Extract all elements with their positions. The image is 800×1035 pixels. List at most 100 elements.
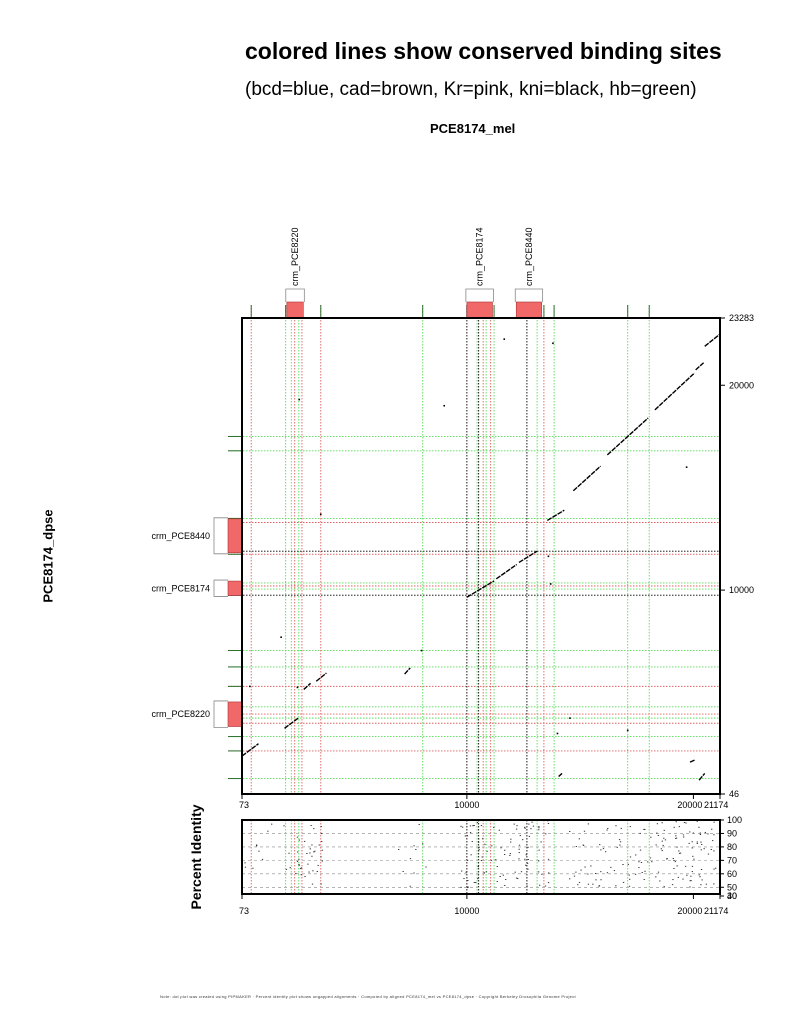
pip-point: [699, 876, 701, 878]
pip-point: [690, 880, 692, 882]
pip-point: [320, 883, 322, 885]
pip-point: [296, 851, 299, 853]
pip-point: [692, 832, 695, 834]
pip-point: [415, 849, 417, 850]
pip-point: [530, 828, 532, 830]
pip-point: [672, 858, 674, 859]
pip-point: [713, 883, 715, 885]
pip-point: [518, 844, 521, 846]
pip-point: [647, 861, 649, 863]
pip-point: [682, 878, 684, 880]
pip-point: [296, 836, 299, 838]
pip-point: [532, 825, 535, 827]
alignment-segment: [698, 772, 706, 781]
pip-point: [538, 827, 540, 829]
pip-point: [650, 836, 652, 838]
pip-point: [484, 843, 486, 845]
alignment-segment: [546, 509, 565, 522]
pip-point: [514, 871, 516, 873]
alignment-dot: [556, 732, 559, 735]
pip-point: [538, 849, 540, 851]
pip-point: [707, 853, 710, 855]
pip-point: [622, 881, 625, 883]
pip-point: [527, 868, 529, 870]
alignment-segment: [689, 759, 695, 763]
pip-point: [271, 823, 273, 825]
pip-point: [657, 834, 660, 836]
pip-point: [620, 827, 622, 829]
pip-point: [490, 859, 493, 861]
pip-point: [704, 831, 707, 833]
pip-point: [478, 846, 480, 848]
pip-point: [464, 835, 467, 837]
pip-point: [298, 864, 300, 866]
dot-plot-frame: [241, 317, 721, 795]
pip-point: [663, 886, 665, 888]
y-tick-label: 20000: [729, 380, 754, 390]
pip-point: [599, 844, 601, 846]
pip-point: [409, 858, 412, 860]
pip-point: [598, 885, 600, 887]
pip-point: [655, 844, 657, 846]
pip-point: [285, 868, 288, 870]
pip-point: [538, 826, 540, 828]
pip-point: [622, 864, 624, 865]
pip-point: [467, 879, 469, 881]
pip-point: [689, 831, 691, 833]
pip-point: [303, 840, 306, 842]
pip-point: [700, 841, 702, 843]
x-sequence-label: PCE8174_mel: [430, 121, 516, 136]
pip-point: [528, 823, 530, 825]
alignment-dot: [626, 729, 629, 732]
pip-point: [467, 886, 469, 888]
pip-point: [481, 856, 483, 858]
pip-point: [531, 821, 533, 823]
pip-point: [460, 886, 462, 888]
pip-point: [524, 827, 526, 829]
crm-bracket-y: [213, 700, 228, 728]
pip-point: [672, 879, 674, 881]
pip-point: [578, 838, 581, 840]
pip-point: [575, 871, 577, 873]
pip-point: [664, 839, 667, 841]
pip-point: [518, 848, 520, 850]
pip-point: [485, 871, 488, 873]
pip-point: [524, 858, 526, 860]
pip-point: [320, 832, 323, 834]
pip-point: [500, 847, 502, 849]
alignment-dot: [298, 398, 301, 401]
pip-point: [678, 852, 681, 854]
pip-point: [309, 852, 311, 854]
pip-point: [580, 869, 582, 871]
pip-y-tick-label: 80: [727, 842, 737, 852]
crm-bracket-y: [213, 579, 228, 597]
pip-point: [693, 858, 695, 860]
pip-point: [643, 879, 645, 880]
crm-label-x: crm_PCE8440: [524, 227, 534, 286]
pip-point: [321, 860, 323, 862]
pip-point: [659, 880, 661, 882]
crm-box-y: [227, 518, 243, 554]
pip-point: [320, 856, 322, 858]
alignment-dot: [319, 513, 322, 516]
pip-point: [283, 825, 285, 827]
pip-point: [313, 828, 315, 830]
pip-point: [629, 856, 632, 858]
pip-point: [703, 848, 705, 850]
pip-point: [649, 857, 652, 859]
pip-point: [701, 879, 703, 881]
pip-point: [676, 846, 678, 848]
pip-point: [499, 876, 501, 877]
pip-point: [466, 859, 469, 861]
pip-point: [298, 864, 300, 866]
alignment-segment: [284, 717, 299, 729]
pip-point: [644, 828, 646, 830]
pip-point: [573, 875, 576, 877]
pip-point: [682, 834, 685, 836]
pip-point: [698, 826, 700, 828]
pip-point: [615, 825, 617, 827]
pip-point: [513, 823, 515, 825]
pip-point: [685, 822, 687, 824]
percent-identity-plot: [242, 819, 721, 889]
